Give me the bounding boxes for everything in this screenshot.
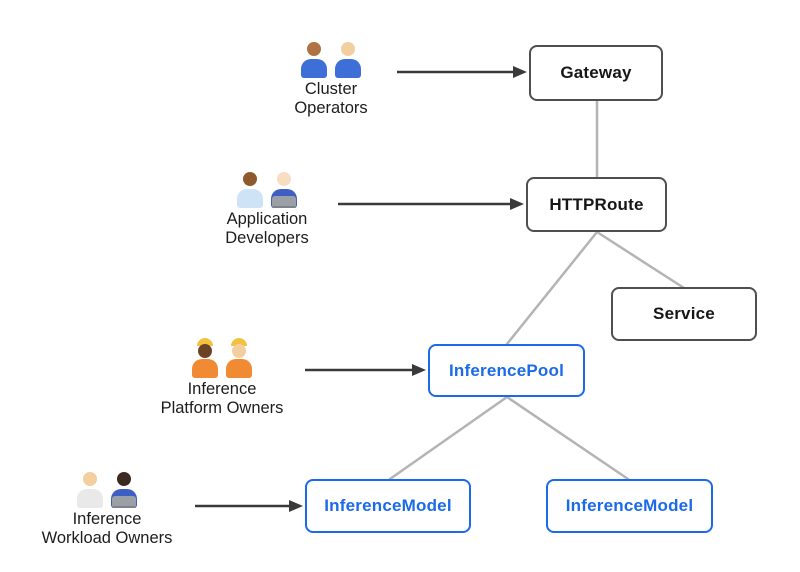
- workload-owner-emoji-pair: [7, 466, 207, 508]
- actor-label-inference-workload-owners: Inference Workload Owners: [41, 510, 173, 548]
- actor-label-cluster-operators: Cluster Operators: [294, 80, 368, 118]
- node-gateway: Gateway: [529, 45, 663, 101]
- mechanic-emoji-pair: [256, 36, 406, 78]
- node-inferencemodel-right: InferenceModel: [546, 479, 713, 533]
- developer-emoji-pair: [192, 166, 342, 208]
- actor-application-developers: Application Developers: [192, 166, 342, 249]
- node-inferencepool: InferencePool: [428, 344, 585, 397]
- edge-httproute-inferencepool: [505, 230, 599, 346]
- health-worker-icon: [77, 468, 103, 508]
- woman-construction-worker-icon: [192, 338, 218, 378]
- edge-httproute-service: [595, 230, 686, 290]
- actor-inference-platform-owners: Inference Platform Owners: [122, 336, 322, 419]
- node-service: Service: [611, 287, 757, 341]
- node-httproute: HTTPRoute: [526, 177, 667, 232]
- man-construction-worker-icon: [226, 338, 252, 378]
- node-inferencemodel-left: InferenceModel: [305, 479, 471, 533]
- edge-inferencepool-inferencemodel-left: [388, 395, 509, 481]
- man-mechanic-icon: [301, 38, 327, 78]
- actor-cluster-operators: Cluster Operators: [256, 36, 406, 119]
- actor-inference-workload-owners: Inference Workload Owners: [7, 466, 207, 549]
- woman-mechanic-icon: [335, 38, 361, 78]
- edge-inferencepool-inferencemodel-right: [505, 395, 630, 481]
- woman-technologist-icon: [271, 168, 297, 208]
- actor-label-application-developers: Application Developers: [225, 210, 309, 248]
- man-office-worker-icon: [237, 168, 263, 208]
- construction-worker-emoji-pair: [122, 336, 322, 378]
- actor-label-inference-platform-owners: Inference Platform Owners: [160, 380, 284, 418]
- man-technologist-icon: [111, 468, 137, 508]
